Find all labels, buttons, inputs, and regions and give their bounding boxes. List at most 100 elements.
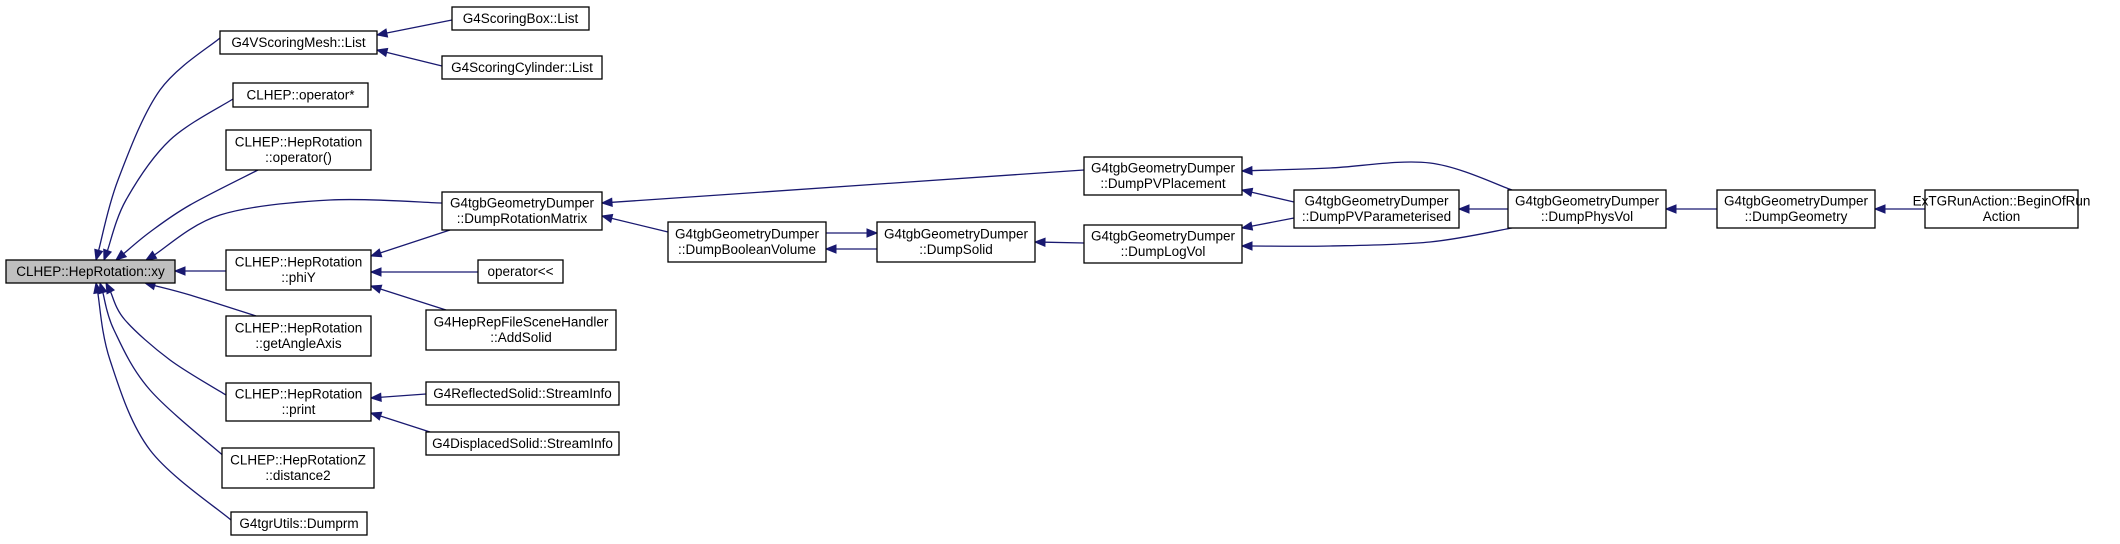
- edge-op_star-to-root: [103, 98, 234, 262]
- node-label: CLHEP::operator*: [246, 87, 355, 102]
- edge-dump_pvparam-to-dump_logvol: [1240, 217, 1295, 231]
- node-label: CLHEP::HepRotation: [235, 255, 363, 270]
- arrowhead: [1873, 204, 1886, 214]
- node-dump-geometry[interactable]: G4tgbGeometryDumper::DumpGeometry: [1716, 189, 1876, 229]
- node-dump-boolean[interactable]: G4tgbGeometryDumper::DumpBooleanVolume: [667, 221, 827, 263]
- node-label: G4tgbGeometryDumper: [675, 227, 820, 242]
- node-label: ::print: [282, 402, 316, 417]
- arrowhead: [1240, 241, 1253, 251]
- node-box: [225, 129, 372, 171]
- arrowhead: [94, 248, 104, 262]
- node-op-star[interactable]: CLHEP::operator*: [232, 82, 369, 108]
- edge-heprep_addsolid-to-phiY: [369, 284, 447, 311]
- node-dump-pvparam[interactable]: G4tgbGeometryDumper::DumpPVParameterised: [1293, 189, 1460, 229]
- node-box: [477, 259, 564, 284]
- edge-line: [611, 217, 669, 233]
- node-heprep-addsolid[interactable]: G4HepRepFileSceneHandler::AddSolid: [425, 309, 617, 351]
- node-box: [225, 249, 372, 291]
- edge-line: [1251, 227, 1513, 247]
- edge-line: [386, 51, 443, 67]
- arrowhead: [173, 266, 186, 276]
- node-op-ll[interactable]: operator<<: [477, 259, 564, 284]
- edge-dump_rotmatrix-to-root: [144, 198, 443, 261]
- edge-line: [102, 292, 227, 459]
- arrowhead: [375, 28, 389, 38]
- node-getAngleAxis[interactable]: CLHEP::HepRotation::getAngleAxis: [225, 315, 372, 357]
- node-label: G4tgbGeometryDumper: [1724, 194, 1869, 209]
- node-label: operator<<: [487, 264, 553, 279]
- node-box: [1083, 224, 1243, 264]
- node-box: [425, 431, 620, 456]
- node-label: CLHEP::HepRotation::xy: [16, 264, 165, 279]
- arrowhead: [1240, 165, 1253, 176]
- edge-scoringmesh_list-to-root: [94, 37, 221, 262]
- node-label: G4ScoringBox::List: [463, 11, 579, 26]
- node-dump-solid[interactable]: G4tgbGeometryDumper::DumpSolid: [876, 221, 1036, 263]
- node-box: [425, 381, 620, 406]
- node-scoringcyl-list[interactable]: G4ScoringCylinder::List: [441, 55, 603, 80]
- edge-dump_rotmatrix-to-phiY: [369, 229, 451, 258]
- node-print[interactable]: CLHEP::HepRotation::print: [225, 382, 372, 422]
- node-dumprm[interactable]: G4tgrUtils::Dumprm: [230, 511, 368, 536]
- edge-dump_pvparam-to-dump_pvplacement: [1240, 187, 1295, 203]
- node-label: ExTGRunAction::BeginOfRun: [1913, 194, 2091, 209]
- edge-line: [380, 288, 447, 311]
- edge-scoringcyl_list-to-scoringmesh_list: [375, 47, 443, 67]
- edge-line: [109, 291, 227, 396]
- node-label: CLHEP::HepRotation: [235, 135, 363, 150]
- node-dump-rotmatrix[interactable]: G4tgbGeometryDumper::DumpRotationMatrix: [441, 191, 603, 231]
- node-label: ::DumpPhysVol: [1541, 209, 1633, 224]
- edge-displaced_si-to-print: [369, 411, 431, 433]
- edge-line: [1251, 161, 1513, 191]
- edge-dump_pvplacement-to-dump_rotmatrix: [600, 169, 1085, 208]
- edge-heprot_op-to-root: [114, 169, 259, 261]
- node-box: [1083, 156, 1243, 196]
- node-label: ::phiY: [281, 270, 316, 285]
- arrowhead: [369, 267, 382, 277]
- arrowhead: [103, 248, 113, 262]
- node-root[interactable]: CLHEP::HepRotation::xy: [5, 259, 176, 284]
- node-dump-pvplacement[interactable]: G4tgbGeometryDumper::DumpPVPlacement: [1083, 156, 1243, 196]
- node-box: [225, 382, 372, 422]
- arrowhead: [600, 197, 613, 208]
- edge-line: [1251, 191, 1295, 203]
- node-label: G4DisplacedSolid::StreamInfo: [432, 436, 613, 451]
- node-scoringbox-list[interactable]: G4ScoringBox::List: [451, 6, 590, 31]
- edge-dump_physvol-to-dump_pvplacement: [1240, 161, 1513, 191]
- node-label: G4tgbGeometryDumper: [450, 196, 595, 211]
- node-distance2[interactable]: CLHEP::HepRotationZ::distance2: [221, 447, 375, 489]
- node-label: G4tgrUtils::Dumprm: [239, 516, 358, 531]
- node-box: [225, 315, 372, 357]
- arrowhead: [369, 411, 383, 421]
- node-label: G4tgbGeometryDumper: [1091, 229, 1236, 244]
- node-label: G4tgbGeometryDumper: [1304, 194, 1449, 209]
- arrowhead: [369, 392, 382, 402]
- arrowhead: [1240, 221, 1254, 231]
- edge-line: [97, 292, 232, 521]
- arrowhead: [1240, 187, 1254, 197]
- edge-line: [98, 37, 221, 251]
- node-scoringmesh-list[interactable]: G4VScoringMesh::List: [219, 30, 378, 55]
- node-heprot-op[interactable]: CLHEP::HepRotation::operator(): [225, 129, 372, 171]
- arrowhead: [114, 249, 128, 261]
- arrowhead: [824, 244, 837, 254]
- arrowhead: [144, 250, 158, 261]
- node-reflected-si[interactable]: G4ReflectedSolid::StreamInfo: [425, 381, 620, 406]
- edge-line: [1044, 241, 1085, 244]
- node-dump-logvol[interactable]: G4tgbGeometryDumper::DumpLogVol: [1083, 224, 1243, 264]
- edge-print-to-root: [105, 281, 227, 396]
- node-box: [219, 30, 378, 55]
- node-box: [667, 221, 827, 263]
- edges-layer: [93, 19, 1925, 521]
- arrowhead: [866, 228, 879, 238]
- edge-line: [1251, 217, 1295, 227]
- node-label: G4ScoringCylinder::List: [451, 60, 593, 75]
- nodes-layer: CLHEP::HepRotation::xy G4VScoringMesh::Li…: [5, 6, 2091, 536]
- node-phiY[interactable]: CLHEP::HepRotation::phiY: [225, 249, 372, 291]
- node-displaced-si[interactable]: G4DisplacedSolid::StreamInfo: [425, 431, 620, 456]
- node-box: [5, 259, 176, 284]
- arrowhead: [105, 281, 116, 295]
- node-dump-physvol[interactable]: G4tgbGeometryDumper::DumpPhysVol: [1507, 189, 1667, 229]
